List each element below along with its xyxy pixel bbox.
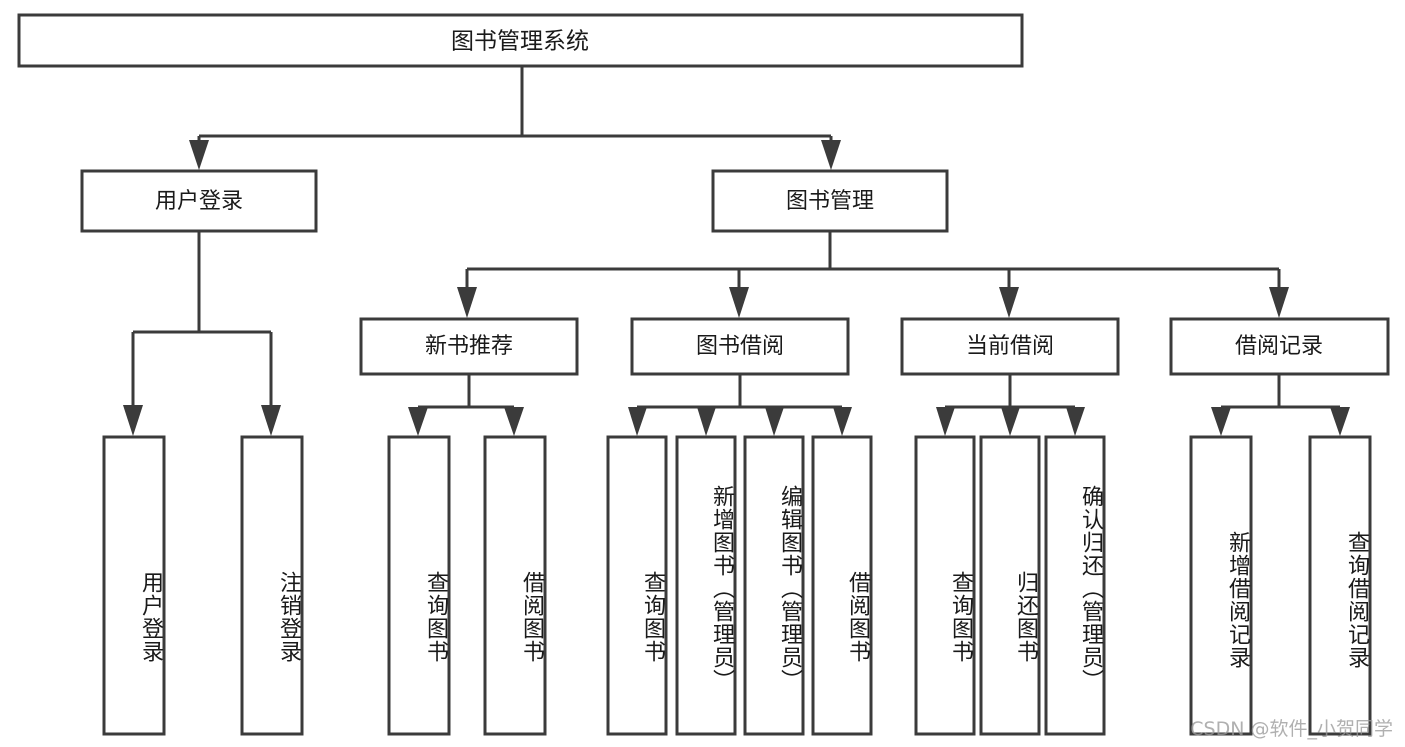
node-book-borrow-box[interactable] xyxy=(630,317,850,376)
arrow-recommend-leaf-2 xyxy=(504,407,524,436)
leaf-box-record-1[interactable] xyxy=(1189,435,1253,736)
arrow-bookmgmt-child-4 xyxy=(1269,287,1289,318)
node-user-login[interactable]: 用户登录 xyxy=(80,169,318,233)
node-new-book-recommend-label: 新书推荐 xyxy=(425,334,513,359)
leaf-box-current-2[interactable] xyxy=(979,435,1041,736)
node-root-label: 图书管理系统 xyxy=(451,29,589,55)
node-current-borrow[interactable]: 当前借阅 xyxy=(900,317,1120,376)
node-book-management-box[interactable] xyxy=(711,169,949,233)
node-borrow-record-box[interactable] xyxy=(1169,317,1390,376)
node-root[interactable]: 图书管理系统 xyxy=(17,13,1024,68)
node-book-borrow[interactable]: 图书借阅 xyxy=(630,317,850,376)
leaf-box-recommend-2[interactable] xyxy=(483,435,547,736)
leaf-box-current-3[interactable] xyxy=(1044,435,1106,736)
arrow-current-leaf-3 xyxy=(1066,407,1085,436)
node-current-borrow-label: 当前借阅 xyxy=(966,334,1054,359)
arrow-recommend-leaf-1 xyxy=(408,407,428,436)
arrow-borrow-leaf-2 xyxy=(697,407,716,436)
node-new-book-recommend[interactable]: 新书推荐 xyxy=(359,317,579,376)
node-book-borrow-label: 图书借阅 xyxy=(696,334,784,359)
arrow-bookmgmt-child-2 xyxy=(729,287,749,318)
leaf-box-current-1[interactable] xyxy=(914,435,976,736)
arrow-record-leaf-1 xyxy=(1211,407,1231,436)
arrow-borrow-leaf-3 xyxy=(765,407,784,436)
node-book-management[interactable]: 图书管理 xyxy=(711,169,949,233)
node-borrow-record[interactable]: 借阅记录 xyxy=(1169,317,1390,376)
arrow-bookmgmt-child-3 xyxy=(999,287,1019,318)
leaf-box-borrow-4[interactable] xyxy=(811,435,873,736)
arrow-login-leaf-1 xyxy=(123,405,143,436)
node-root-box[interactable] xyxy=(17,13,1024,68)
leaf-box-borrow-2[interactable] xyxy=(675,435,737,736)
leaf-box-recommend-1[interactable] xyxy=(387,435,451,736)
leaf-box-user-login-1[interactable] xyxy=(102,435,166,736)
arrow-current-leaf-1 xyxy=(936,407,955,436)
arrow-bookmgmt-child-1 xyxy=(457,287,477,318)
arrow-root-to-login xyxy=(189,140,209,170)
leaf-box-record-2[interactable] xyxy=(1308,435,1372,736)
leaf-box-user-login-2[interactable] xyxy=(240,435,304,736)
node-current-borrow-box[interactable] xyxy=(900,317,1120,376)
node-borrow-record-label: 借阅记录 xyxy=(1235,334,1323,359)
arrow-record-leaf-2 xyxy=(1330,407,1350,436)
arrow-login-leaf-2 xyxy=(261,405,281,436)
arrow-root-to-bookmgmt xyxy=(821,140,841,170)
arrow-borrow-leaf-4 xyxy=(833,407,852,436)
node-new-book-recommend-box[interactable] xyxy=(359,317,579,376)
arrow-current-leaf-2 xyxy=(1001,407,1020,436)
leaf-box-borrow-1[interactable] xyxy=(606,435,668,736)
arrow-borrow-leaf-1 xyxy=(628,407,647,436)
node-user-login-label: 用户登录 xyxy=(155,189,243,214)
leaf-box-borrow-3[interactable] xyxy=(743,435,805,736)
node-book-management-label: 图书管理 xyxy=(786,189,874,214)
